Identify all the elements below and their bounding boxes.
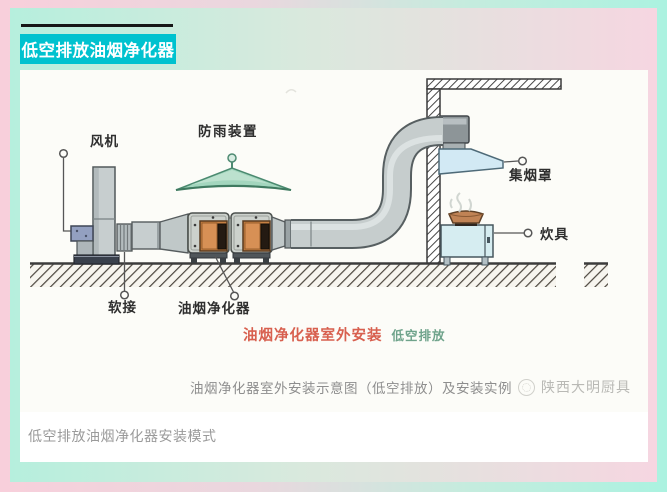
purifier-unit-2 — [230, 212, 273, 263]
leader-cookware — [494, 228, 533, 238]
watermark-text: 陕西大明厨具 — [541, 379, 631, 395]
diagram-canvas: 风机 防雨装置 集烟罩 炊具 软接 油烟净化器 — [30, 78, 608, 316]
leader-smoke-hood — [503, 156, 528, 166]
leader-soft-joint — [119, 252, 130, 300]
steam — [449, 192, 472, 213]
diagram-subcaption: 油烟净化器室外安装示意图（低空排放）及安装实例 — [190, 381, 512, 396]
title-rule — [21, 24, 173, 27]
smudge-artifact — [285, 89, 297, 94]
soft-joint-label: 软接 — [108, 299, 137, 315]
article-caption: 低空排放油烟净化器安装模式 — [28, 428, 217, 444]
leader-purifier — [214, 255, 240, 301]
title-badge: 低空排放油烟净化器 — [20, 34, 176, 64]
ground — [30, 262, 608, 287]
installation-diagram: 风机 防雨装置 集烟罩 炊具 软接 油烟净化器 油烟净化器室外安装 低空排放 油… — [20, 70, 648, 412]
outlet-duct — [271, 215, 292, 251]
fan-label: 风机 — [90, 133, 119, 149]
fan-assembly — [58, 148, 120, 265]
fan-motor — [70, 225, 94, 242]
purifier-unit-1 — [187, 212, 230, 263]
content-card: 风机 防雨装置 集烟罩 炊具 软接 油烟净化器 油烟净化器室外安装 低空排放 油… — [20, 70, 648, 462]
purifier-label: 油烟净化器 — [178, 300, 251, 316]
rain-cover-label: 防雨装置 — [198, 123, 258, 139]
diagram-caption: 油烟净化器室外安装 低空排放 — [243, 324, 446, 345]
purifier-seam — [229, 219, 231, 250]
diagram-caption-green: 低空排放 — [391, 329, 446, 343]
title-badge-label: 低空排放油烟净化器 — [21, 42, 175, 60]
diagram-caption-red: 油烟净化器室外安装 — [243, 328, 383, 344]
fan-leader-dot — [58, 148, 69, 159]
smoke-hood — [438, 115, 504, 175]
cooking-stove — [440, 192, 494, 266]
diagram-subcaption-row: 油烟净化器室外安装示意图（低空排放）及安装实例 陕西大明厨具 — [190, 377, 631, 397]
rain-cover — [175, 153, 292, 191]
watermark-logo-icon — [518, 378, 535, 396]
fan-leader-line — [62, 158, 72, 232]
inlet-duct — [131, 213, 189, 254]
fan-base — [73, 254, 120, 265]
elbow-duct — [291, 116, 443, 249]
cookware-label: 炊具 — [540, 226, 569, 242]
flexible-joint — [116, 223, 133, 252]
smoke-hood-label: 集烟罩 — [508, 167, 553, 183]
